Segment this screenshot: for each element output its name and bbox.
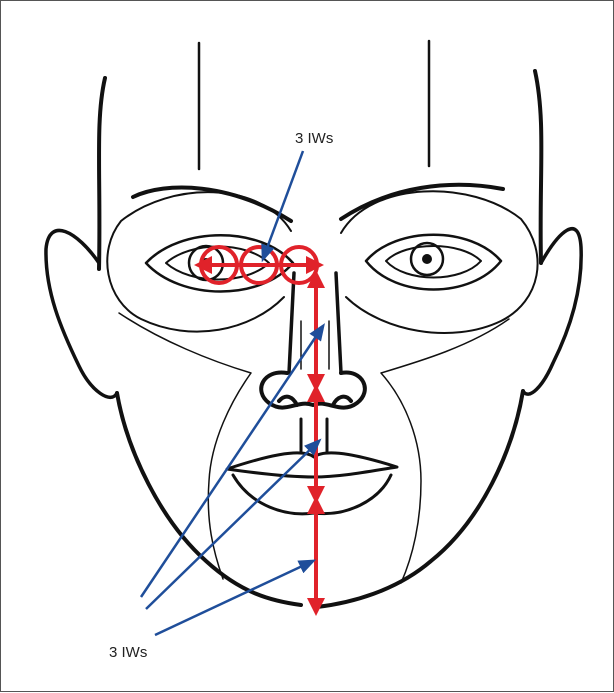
head-outline-left <box>99 78 105 269</box>
right-pupil <box>422 254 432 264</box>
nose-bridge-right <box>336 273 341 373</box>
upper-lip <box>227 453 397 477</box>
pointer-bottom-to-chin <box>155 561 313 635</box>
right-cheek-line <box>381 319 509 583</box>
right-nostril <box>333 397 351 405</box>
right-eyebrow <box>341 185 503 219</box>
face-drawing <box>46 41 581 607</box>
lower-lip <box>233 475 391 514</box>
right-eye-socket <box>341 191 538 333</box>
pointer-top-to-circles <box>263 151 303 259</box>
nose-bridge-left <box>289 273 294 373</box>
head-outline-right <box>535 71 541 263</box>
pointer-arrows <box>141 151 323 635</box>
top-label: 3 IWs <box>295 130 333 147</box>
right-ear <box>523 229 581 394</box>
left-eye-socket <box>107 192 291 331</box>
left-nostril <box>279 397 297 405</box>
bottom-label: 3 IWs <box>109 644 147 661</box>
nose-tip <box>261 373 365 408</box>
left-ear <box>46 230 117 397</box>
